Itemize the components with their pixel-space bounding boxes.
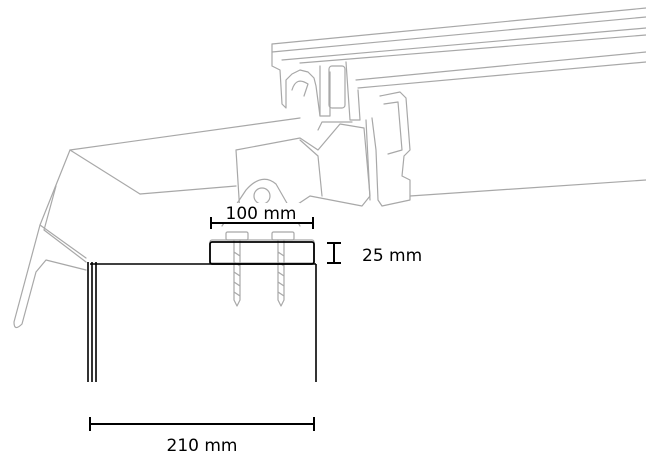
mullion-inner xyxy=(383,101,403,155)
roof-plane-right-edge xyxy=(409,179,646,197)
mullion-outline xyxy=(371,91,411,207)
dimension-100mm xyxy=(210,217,314,229)
roof-plane-slope xyxy=(69,149,141,195)
pivot-bolt-hole xyxy=(253,187,271,205)
clip-slot xyxy=(328,65,346,109)
bracket-housing-step xyxy=(317,121,353,131)
dim-100-label: 100 mm xyxy=(226,204,297,224)
screw-shank-right xyxy=(277,239,285,307)
fascia-inner xyxy=(43,185,87,263)
pivot-lug xyxy=(221,178,301,227)
glazing-panel-rail-3 xyxy=(299,34,646,64)
roof-profile-sketch xyxy=(13,7,646,329)
roof-plane-upper-edge xyxy=(69,117,301,151)
dimension-210mm xyxy=(89,417,315,431)
clip-profile xyxy=(271,51,321,117)
clip-channel-right xyxy=(345,61,361,121)
glazing-panel-rail-2 xyxy=(281,27,646,61)
dim-210-label: 210 mm xyxy=(167,436,238,456)
wall-beam-section xyxy=(87,241,317,382)
screw-head-right xyxy=(271,231,295,241)
clip-hook xyxy=(291,80,309,97)
dim-100-label-bg xyxy=(222,203,300,222)
fascia-outer xyxy=(13,149,87,329)
roof-plane-lower-edge xyxy=(139,185,237,195)
dim-25-label: 25 mm xyxy=(362,246,422,266)
screw-head-left xyxy=(225,231,249,241)
mounting-block xyxy=(209,241,315,265)
clip-inner-channel xyxy=(319,65,331,117)
glazing-panel-top-edge xyxy=(271,7,646,45)
bracket-housing-inner xyxy=(299,139,323,197)
glazing-panel-rail-4 xyxy=(355,51,646,81)
fascia-lip xyxy=(39,224,87,259)
glazing-panel-rail-1 xyxy=(271,16,646,53)
screw-shank-left xyxy=(233,239,241,307)
dimension-25mm xyxy=(327,242,341,264)
wall-plate xyxy=(209,239,315,264)
glazing-panel-rail-5 xyxy=(357,61,646,89)
